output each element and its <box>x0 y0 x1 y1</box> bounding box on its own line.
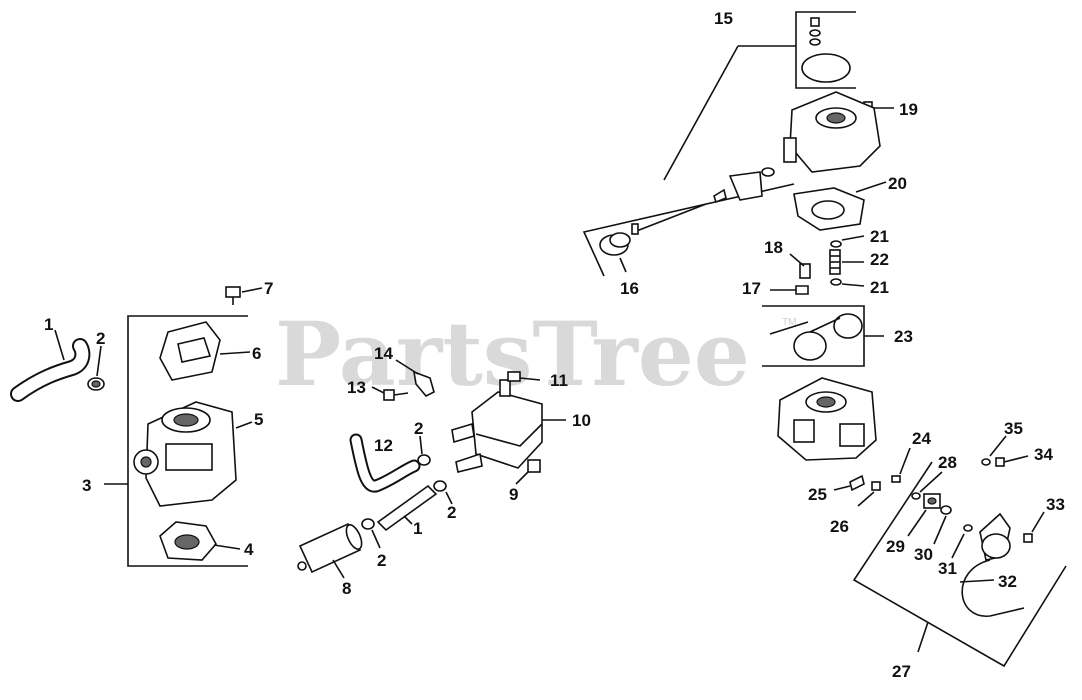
part-2-clamp-mid-c <box>361 518 381 549</box>
part-20-gasket <box>793 181 887 231</box>
part-21-oring-lower <box>830 278 865 287</box>
callout-20: 20 <box>888 174 907 193</box>
part-16-linkage-assembly <box>599 167 775 273</box>
callout-23: 23 <box>894 327 913 346</box>
callout-26: 26 <box>830 517 849 536</box>
callout-21-upper: 21 <box>870 227 889 246</box>
callout-28: 28 <box>938 453 957 472</box>
callout-2-mid-a: 2 <box>414 419 423 438</box>
callout-9: 9 <box>509 485 518 504</box>
callout-22: 22 <box>870 250 889 269</box>
part-14-bracket <box>395 359 435 397</box>
part-33-screw <box>1023 511 1045 543</box>
callout-35: 35 <box>1004 419 1023 438</box>
callout-31: 31 <box>938 559 957 578</box>
part-27-solenoid-bracket <box>852 461 1067 668</box>
callout-12: 12 <box>374 436 393 455</box>
part-1-hose-mid <box>376 484 438 532</box>
callout-27: 27 <box>892 662 911 681</box>
callout-21-lower: 21 <box>870 278 889 297</box>
callout-11: 11 <box>550 371 568 390</box>
part-2-clamp-mid-a <box>417 435 431 466</box>
callout-2-mid-c: 2 <box>377 551 386 570</box>
carburetor-bottom-body <box>777 377 877 461</box>
part-11-screw <box>507 371 541 382</box>
part-31-oring <box>951 524 973 559</box>
callout-5: 5 <box>254 410 263 429</box>
part-28-oring <box>911 471 943 500</box>
callout-8: 8 <box>342 579 351 598</box>
callout-14: 14 <box>374 344 393 363</box>
part-7-screw <box>225 286 263 305</box>
part-15-kit-contents <box>801 17 851 83</box>
part-13-screw <box>371 386 409 401</box>
callout-10: 10 <box>572 411 591 430</box>
callout-2-mid-b: 2 <box>447 503 456 522</box>
callout-33: 33 <box>1046 495 1065 514</box>
callout-3: 3 <box>82 476 91 495</box>
callout-19: 19 <box>899 100 918 119</box>
part-22-jet <box>829 249 864 275</box>
callout-1-mid: 1 <box>413 519 422 538</box>
callout-15: 15 <box>714 9 733 28</box>
callout-18: 18 <box>764 238 783 257</box>
kit-15-bracket <box>582 11 856 277</box>
part-21-oring-upper <box>830 235 865 248</box>
part-23-float <box>769 313 863 361</box>
part-10-fuel-pump <box>451 379 566 473</box>
callout-29: 29 <box>886 537 905 556</box>
carburetor-bracket <box>104 315 248 567</box>
callout-34: 34 <box>1034 445 1053 464</box>
part-17-clip <box>770 285 809 295</box>
part-12-hose <box>349 433 421 493</box>
callout-2-left: 2 <box>96 329 105 348</box>
callout-30: 30 <box>914 545 933 564</box>
part-29-bushing <box>907 493 941 537</box>
part-8-fuel-filter <box>297 522 363 579</box>
part-24-screw <box>891 447 911 483</box>
part-9-fitting <box>515 459 541 485</box>
callout-1-left: 1 <box>44 315 53 334</box>
part-34-screw <box>995 455 1029 467</box>
part-25-spring <box>833 474 865 492</box>
part-23-float-bracket <box>762 305 884 367</box>
callout-25: 25 <box>808 485 827 504</box>
callout-17: 17 <box>742 279 761 298</box>
callout-32: 32 <box>998 572 1017 591</box>
callout-4: 4 <box>244 540 254 559</box>
watermark-trademark: TM <box>782 317 796 328</box>
part-1-hose-left <box>10 329 91 402</box>
part-26-screw <box>857 481 881 507</box>
carburetor-top-body <box>783 91 881 173</box>
watermark: PartsTree <box>275 302 750 406</box>
part-32-solenoid <box>959 512 1025 617</box>
part-6-gasket <box>159 321 251 381</box>
callout-7: 7 <box>264 279 273 298</box>
part-35-washer <box>981 435 1007 466</box>
callout-13: 13 <box>347 378 366 397</box>
part-2-clamp-mid-b <box>433 480 453 505</box>
part-4-gasket <box>159 521 241 561</box>
callout-16: 16 <box>620 279 639 298</box>
part-18-needle <box>789 253 811 279</box>
part-5-carburetor <box>133 401 253 507</box>
part-30-washer <box>933 505 952 545</box>
callout-24: 24 <box>912 429 931 448</box>
callout-6: 6 <box>252 344 261 363</box>
part-2-clamp-left <box>87 345 105 391</box>
